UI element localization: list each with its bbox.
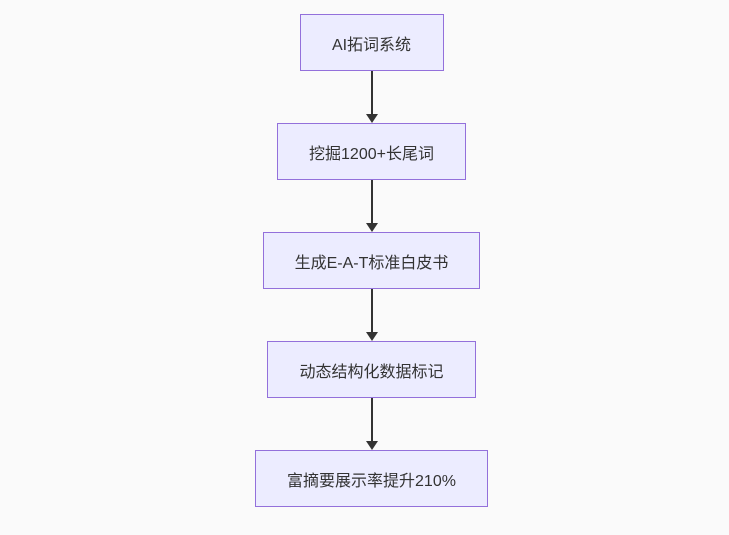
arrowhead-down-icon (365, 441, 378, 450)
arrowhead-down-icon (365, 223, 378, 232)
flow-arrow-3 (365, 289, 378, 341)
arrow-line (370, 180, 373, 223)
flow-node-step5: 富摘要展示率提升210% (255, 450, 488, 507)
flow-arrow-1 (365, 71, 378, 123)
flow-arrow-2 (365, 180, 378, 232)
flow-node-step1: AI拓词系统 (299, 14, 444, 71)
arrowhead-down-icon (365, 114, 378, 123)
flow-node-label: 挖掘1200+长尾词 (309, 145, 434, 163)
arrowhead-down-icon (365, 332, 378, 341)
flow-node-label: 富摘要展示率提升210% (287, 472, 456, 490)
flow-node-label: 生成E-A-T标准白皮书 (294, 254, 449, 272)
arrow-line (370, 71, 373, 114)
flow-node-step2: 挖掘1200+长尾词 (277, 123, 466, 180)
arrow-line (370, 398, 373, 441)
flow-node-label: 动态结构化数据标记 (299, 363, 444, 381)
flow-node-step3: 生成E-A-T标准白皮书 (262, 232, 481, 289)
flowchart: AI拓词系统 挖掘1200+长尾词 生成E-A-T标准白皮书 动态结构化数据标记… (7, 0, 729, 535)
flow-arrow-4 (365, 398, 378, 450)
flow-node-label: AI拓词系统 (331, 36, 412, 54)
arrow-line (370, 289, 373, 332)
flow-node-step4: 动态结构化数据标记 (267, 341, 476, 398)
